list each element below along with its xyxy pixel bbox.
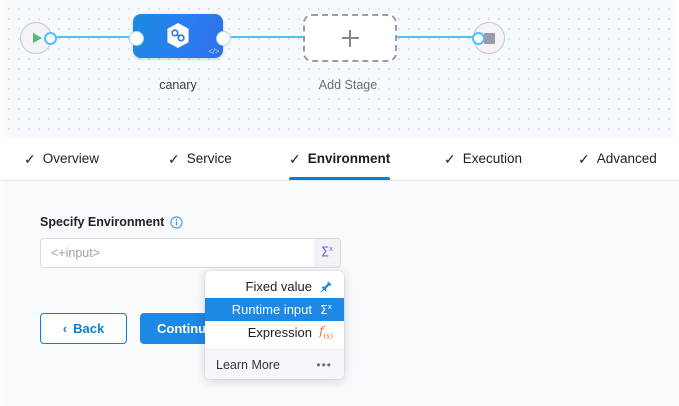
stop-icon [483, 32, 495, 44]
tab-execution-label: Execution [462, 151, 523, 166]
canvas-left-fade [0, 0, 8, 137]
tab-advanced[interactable]: ✓ Advanced [578, 137, 657, 180]
connector-canary-to-add-stage [222, 36, 308, 38]
stage-node-label: canary [159, 78, 197, 92]
pin-icon [319, 280, 333, 293]
chevron-left-icon: ‹ [62, 321, 68, 336]
check-icon: ✓ [289, 150, 301, 167]
dropdown-item-fixed-value-label: Fixed value [245, 279, 312, 294]
back-button-label: Back [73, 321, 105, 336]
specify-environment-label-text: Specify Environment [40, 215, 165, 229]
stage-tabs: ✓ Overview ✓ Service ✓ Environment ✓ Exe… [0, 137, 679, 180]
tab-execution[interactable]: ✓ Execution [444, 137, 522, 180]
check-icon: ✓ [578, 150, 590, 167]
check-icon: ✓ [24, 150, 36, 167]
stage-node-output-port [217, 32, 230, 45]
check-icon: ✓ [168, 150, 180, 167]
tab-advanced-label: Advanced [596, 151, 657, 166]
add-stage-label: Add Stage [318, 78, 378, 92]
dropdown-footer-learn-more[interactable]: Learn More ••• [205, 349, 344, 379]
panel-left-edge [0, 180, 7, 406]
end-node[interactable] [473, 22, 505, 54]
tab-environment-label: Environment [307, 151, 391, 166]
plus-icon-bar [341, 37, 359, 39]
specify-environment-label: Specify Environment [40, 215, 183, 229]
sigma-icon: Σx [320, 302, 332, 317]
tab-service[interactable]: ✓ Service [168, 137, 232, 180]
check-icon: ✓ [444, 150, 456, 167]
canvas-right-fade [671, 0, 679, 137]
pipeline-canvas[interactable]: </> canary Add Stage [0, 0, 679, 137]
dropdown-item-fixed-value[interactable]: Fixed value [205, 275, 344, 298]
specify-environment-input[interactable]: <+input> [40, 238, 315, 268]
play-icon [32, 33, 42, 43]
fx-icon: f(x) [319, 323, 333, 341]
end-node-port [472, 32, 485, 45]
value-type-selector-button[interactable]: Σx [314, 238, 341, 268]
tab-service-label: Service [186, 151, 232, 166]
back-button[interactable]: ‹ Back [40, 313, 127, 344]
stage-node-canary[interactable]: </> [133, 14, 223, 58]
value-type-dropdown[interactable]: Fixed value Runtime input Σx Expression … [205, 271, 344, 379]
tab-overview-label: Overview [42, 151, 99, 166]
specify-environment-input-value: <+input> [51, 246, 101, 260]
dropdown-item-runtime-input[interactable]: Runtime input Σx [205, 298, 344, 321]
learn-more-label: Learn More [216, 357, 280, 372]
dropdown-item-runtime-input-label: Runtime input [231, 302, 312, 317]
continue-button-label: Continue [157, 321, 214, 336]
dropdown-item-expression[interactable]: Expression f(x) [205, 321, 344, 344]
harness-hexagon-icon [167, 22, 189, 48]
connector-add-stage-to-end [394, 36, 478, 38]
dropdown-item-expression-label: Expression [247, 325, 312, 340]
connector-start-to-canary [46, 36, 142, 38]
tab-overview[interactable]: ✓ Overview [24, 137, 99, 180]
info-icon[interactable] [170, 215, 183, 229]
stage-node-input-port [130, 32, 143, 45]
stage-code-badge: </> [208, 47, 219, 56]
add-stage-node[interactable] [303, 14, 397, 62]
more-dots-icon: ••• [316, 357, 332, 372]
tab-environment[interactable]: ✓ Environment [289, 137, 391, 180]
sigma-icon: Σx [320, 245, 334, 261]
start-node-port [44, 32, 57, 45]
